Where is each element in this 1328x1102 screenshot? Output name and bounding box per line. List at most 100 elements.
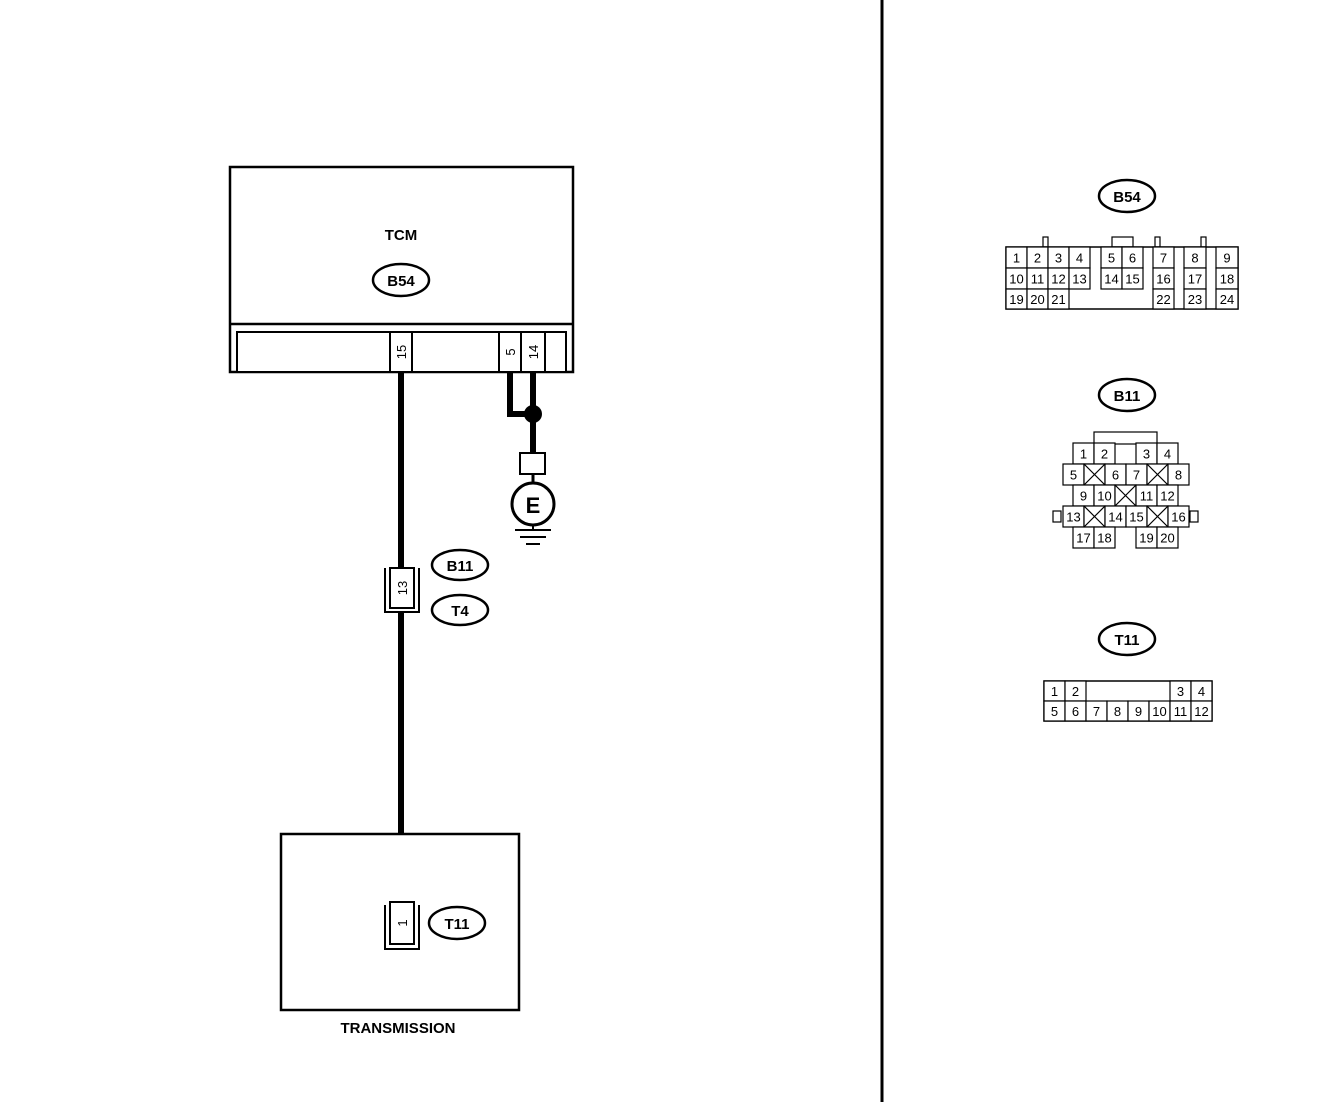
t11-pin-label: 4 [1198, 684, 1205, 699]
transmission-label: TRANSMISSION [340, 1020, 455, 1037]
tcm-pin-15: 15 [394, 345, 409, 359]
b11-pin-label: 9 [1080, 489, 1087, 504]
b11-pin-label: 19 [1139, 531, 1153, 546]
b54-pin-label: 15 [1125, 272, 1139, 287]
b11-pin-label: 14 [1108, 510, 1122, 525]
b11-pin-label: 1 [1080, 447, 1087, 462]
b54-cavity [1068, 267, 1091, 290]
tcm-pin-box-14 [520, 331, 546, 373]
t11-pin-label: 6 [1072, 704, 1079, 719]
b54-pin-label: 2 [1034, 251, 1041, 266]
b54-pin-label: 6 [1129, 251, 1136, 266]
b54-pin-label: 22 [1156, 292, 1170, 307]
b54-pin-label: 10 [1009, 272, 1023, 287]
b54-pin-label: 24 [1220, 292, 1234, 307]
b54-pin-label: 9 [1223, 251, 1230, 266]
b11-pin-label: 3 [1143, 447, 1150, 462]
b11-pin-label: 8 [1175, 468, 1182, 483]
t11-view-label: T11 [1114, 632, 1139, 649]
b54-view-oval [1097, 178, 1157, 214]
tcm-pin-14: 14 [526, 345, 541, 359]
b11-pin-label: 10 [1097, 489, 1111, 504]
transmission-pin: 1 [395, 919, 410, 926]
transmission-connector-label: T11 [444, 916, 469, 933]
b54-pin-label: 17 [1188, 272, 1202, 287]
joint-connector-a-label: B11 [447, 558, 474, 575]
b54-pin-label: 13 [1072, 272, 1086, 287]
t11-pin-label: 2 [1072, 684, 1079, 699]
tcm-connector-oval [371, 262, 431, 298]
b54-pin-label: 1 [1013, 251, 1020, 266]
b11-pin-label: 16 [1171, 510, 1185, 525]
ground-splice-dot [524, 405, 542, 423]
b54-pin-label: 4 [1076, 251, 1083, 266]
b54-pin-label: 8 [1191, 251, 1198, 266]
t11-pin-label: 7 [1093, 704, 1100, 719]
b11-view-oval [1097, 377, 1157, 413]
b54-cavity [1215, 288, 1239, 310]
transmission-connector-oval [427, 905, 487, 941]
transmission-module: 1 T11 TRANSMISSION [279, 832, 521, 1037]
b54-cavity [1152, 288, 1175, 310]
b11-blank-mark [1083, 505, 1106, 528]
b11-pin-label: 2 [1101, 447, 1108, 462]
b11-pin-label: 17 [1076, 531, 1090, 546]
b11-cavity [1156, 526, 1179, 549]
joint-connector-b-label: T4 [451, 603, 469, 620]
b54-pin-label: 11 [1031, 272, 1045, 287]
b54-pin-label: 3 [1055, 251, 1062, 266]
b54-cavity [1183, 288, 1207, 310]
t11-pin-label: 9 [1135, 704, 1142, 719]
b54-pin-label: 14 [1104, 272, 1118, 287]
joint-connector-a-oval [430, 548, 490, 582]
t11-pin-label: 1 [1051, 684, 1058, 699]
b11-blank-mark [1146, 505, 1169, 528]
t11-pin-label: 11 [1174, 704, 1188, 719]
tcm-connector-label: B54 [387, 273, 415, 290]
t11-pin-label: 8 [1114, 704, 1121, 719]
b11-pin-label: 20 [1160, 531, 1174, 546]
b11-pin-label: 6 [1112, 468, 1119, 483]
joint-pin: 13 [395, 581, 410, 595]
b11-pin-label: 15 [1129, 510, 1143, 525]
b54-pin-label: 7 [1160, 251, 1167, 266]
b54-cavity [1047, 288, 1070, 310]
t11-pin-label: 12 [1194, 704, 1208, 719]
tcm-title: TCM [385, 227, 418, 244]
b54-pin-label: 21 [1051, 292, 1065, 307]
b11-blank-mark [1083, 463, 1106, 486]
t11-cavity [1190, 700, 1213, 722]
t11-pin-label: 3 [1177, 684, 1184, 699]
b11-pin-label: 13 [1066, 510, 1080, 525]
b54-pin-label: 5 [1108, 251, 1115, 266]
b11-pin-label: 5 [1070, 468, 1077, 483]
b11-view-label: B11 [1114, 388, 1141, 405]
b54-pin-label: 19 [1009, 292, 1023, 307]
b11-pin-label: 11 [1140, 489, 1154, 504]
joint-connector-b-oval [430, 593, 490, 627]
b54-pin-label: 23 [1188, 292, 1202, 307]
t11-view-oval [1097, 621, 1157, 657]
b54-pin-label: 20 [1030, 292, 1044, 307]
b54-pin-label: 18 [1220, 272, 1234, 287]
t11-pin-label: 10 [1152, 704, 1166, 719]
ground-symbol: E [510, 452, 556, 545]
b54-pin-label: 12 [1051, 272, 1065, 287]
joint-connector: 13 B11 T4 [384, 548, 490, 627]
b11-cavity [1093, 526, 1116, 549]
ground-letter: E [526, 493, 541, 518]
b11-blank-mark [1146, 463, 1169, 486]
b11-pin-label: 4 [1164, 447, 1171, 462]
b54-pin-label: 16 [1156, 272, 1170, 287]
b11-pin-label: 7 [1133, 468, 1140, 483]
b54-cavity [1121, 267, 1144, 290]
b11-pin-label: 12 [1160, 489, 1174, 504]
b11-pin-label: 18 [1097, 531, 1111, 546]
tcm-pin-5: 5 [503, 348, 518, 355]
b54-view-label: B54 [1113, 189, 1141, 206]
b11-blank-mark [1114, 484, 1137, 507]
